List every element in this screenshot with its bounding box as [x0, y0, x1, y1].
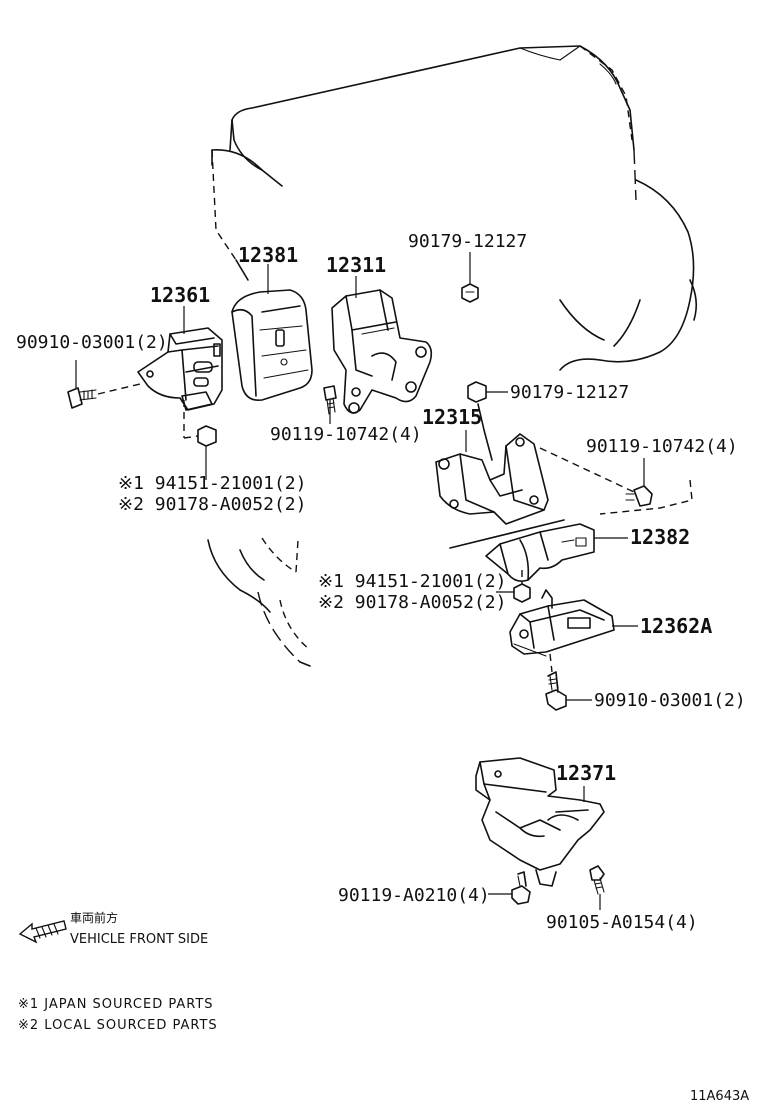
- leader-lines: [205, 264, 357, 480]
- note-japan-sourced: ※1 JAPAN SOURCED PARTS: [18, 997, 214, 1012]
- bolt-90105-bottom: [589, 865, 605, 910]
- nut-90179-top: [461, 252, 479, 303]
- label-12361: 12361: [150, 283, 210, 307]
- label-12381: 12381: [238, 243, 298, 267]
- part-12362A-mount: [509, 589, 638, 657]
- label-12362A: 12362A: [640, 614, 712, 638]
- label-90179-top: 90179-12127: [408, 231, 527, 252]
- label-90178-left: ※2 90178-A0052(2): [118, 494, 306, 515]
- diagram-code: 11A643A: [690, 1089, 749, 1104]
- label-94151-mid: ※1 94151-21001(2): [318, 571, 506, 592]
- label-90910-left: 90910-03001(2): [16, 332, 168, 353]
- nut-94151-left: [183, 400, 217, 472]
- bolt-90119-bottom: [488, 871, 531, 905]
- label-12315: 12315: [422, 405, 482, 429]
- front-label-en: VEHICLE FRONT SIDE: [70, 932, 208, 947]
- engine-outline: [207, 45, 698, 667]
- label-90179-mid: 90179-12127: [510, 382, 629, 403]
- part-12382-cover: [485, 523, 628, 582]
- bolt-90119-right: [539, 447, 653, 507]
- label-90910-right: 90910-03001(2): [594, 690, 746, 711]
- front-label-jp: 車両前方: [70, 910, 118, 925]
- part-12311-bracket: [331, 289, 433, 414]
- note-local-sourced: ※2 LOCAL SOURCED PARTS: [18, 1018, 218, 1033]
- label-90119-left: 90119-10742(4): [270, 424, 422, 445]
- bolt-90119-left: [323, 385, 337, 415]
- part-12371-mount: [475, 757, 605, 887]
- label-90119-bottom: 90119-A0210(4): [338, 885, 490, 906]
- label-12371: 12371: [556, 761, 616, 785]
- part-12315-bracket: [435, 403, 549, 525]
- label-90119-right: 90119-10742(4): [586, 436, 738, 457]
- part-12381-cover: [231, 289, 313, 402]
- label-12311: 12311: [326, 253, 386, 277]
- nut-90179-mid: [467, 381, 508, 403]
- label-94151-left: ※1 94151-21001(2): [118, 473, 306, 494]
- part-12361-mount: [137, 306, 223, 411]
- label-90178-mid: ※2 90178-A0052(2): [318, 592, 506, 613]
- label-90105-bottom: 90105-A0154(4): [546, 912, 698, 933]
- label-12382: 12382: [630, 525, 690, 549]
- bolt-90910-left: [67, 360, 141, 409]
- nut-94151-mid: [496, 570, 531, 603]
- bolt-90910-right: [545, 653, 592, 711]
- vehicle-front-arrow-icon: [18, 920, 67, 944]
